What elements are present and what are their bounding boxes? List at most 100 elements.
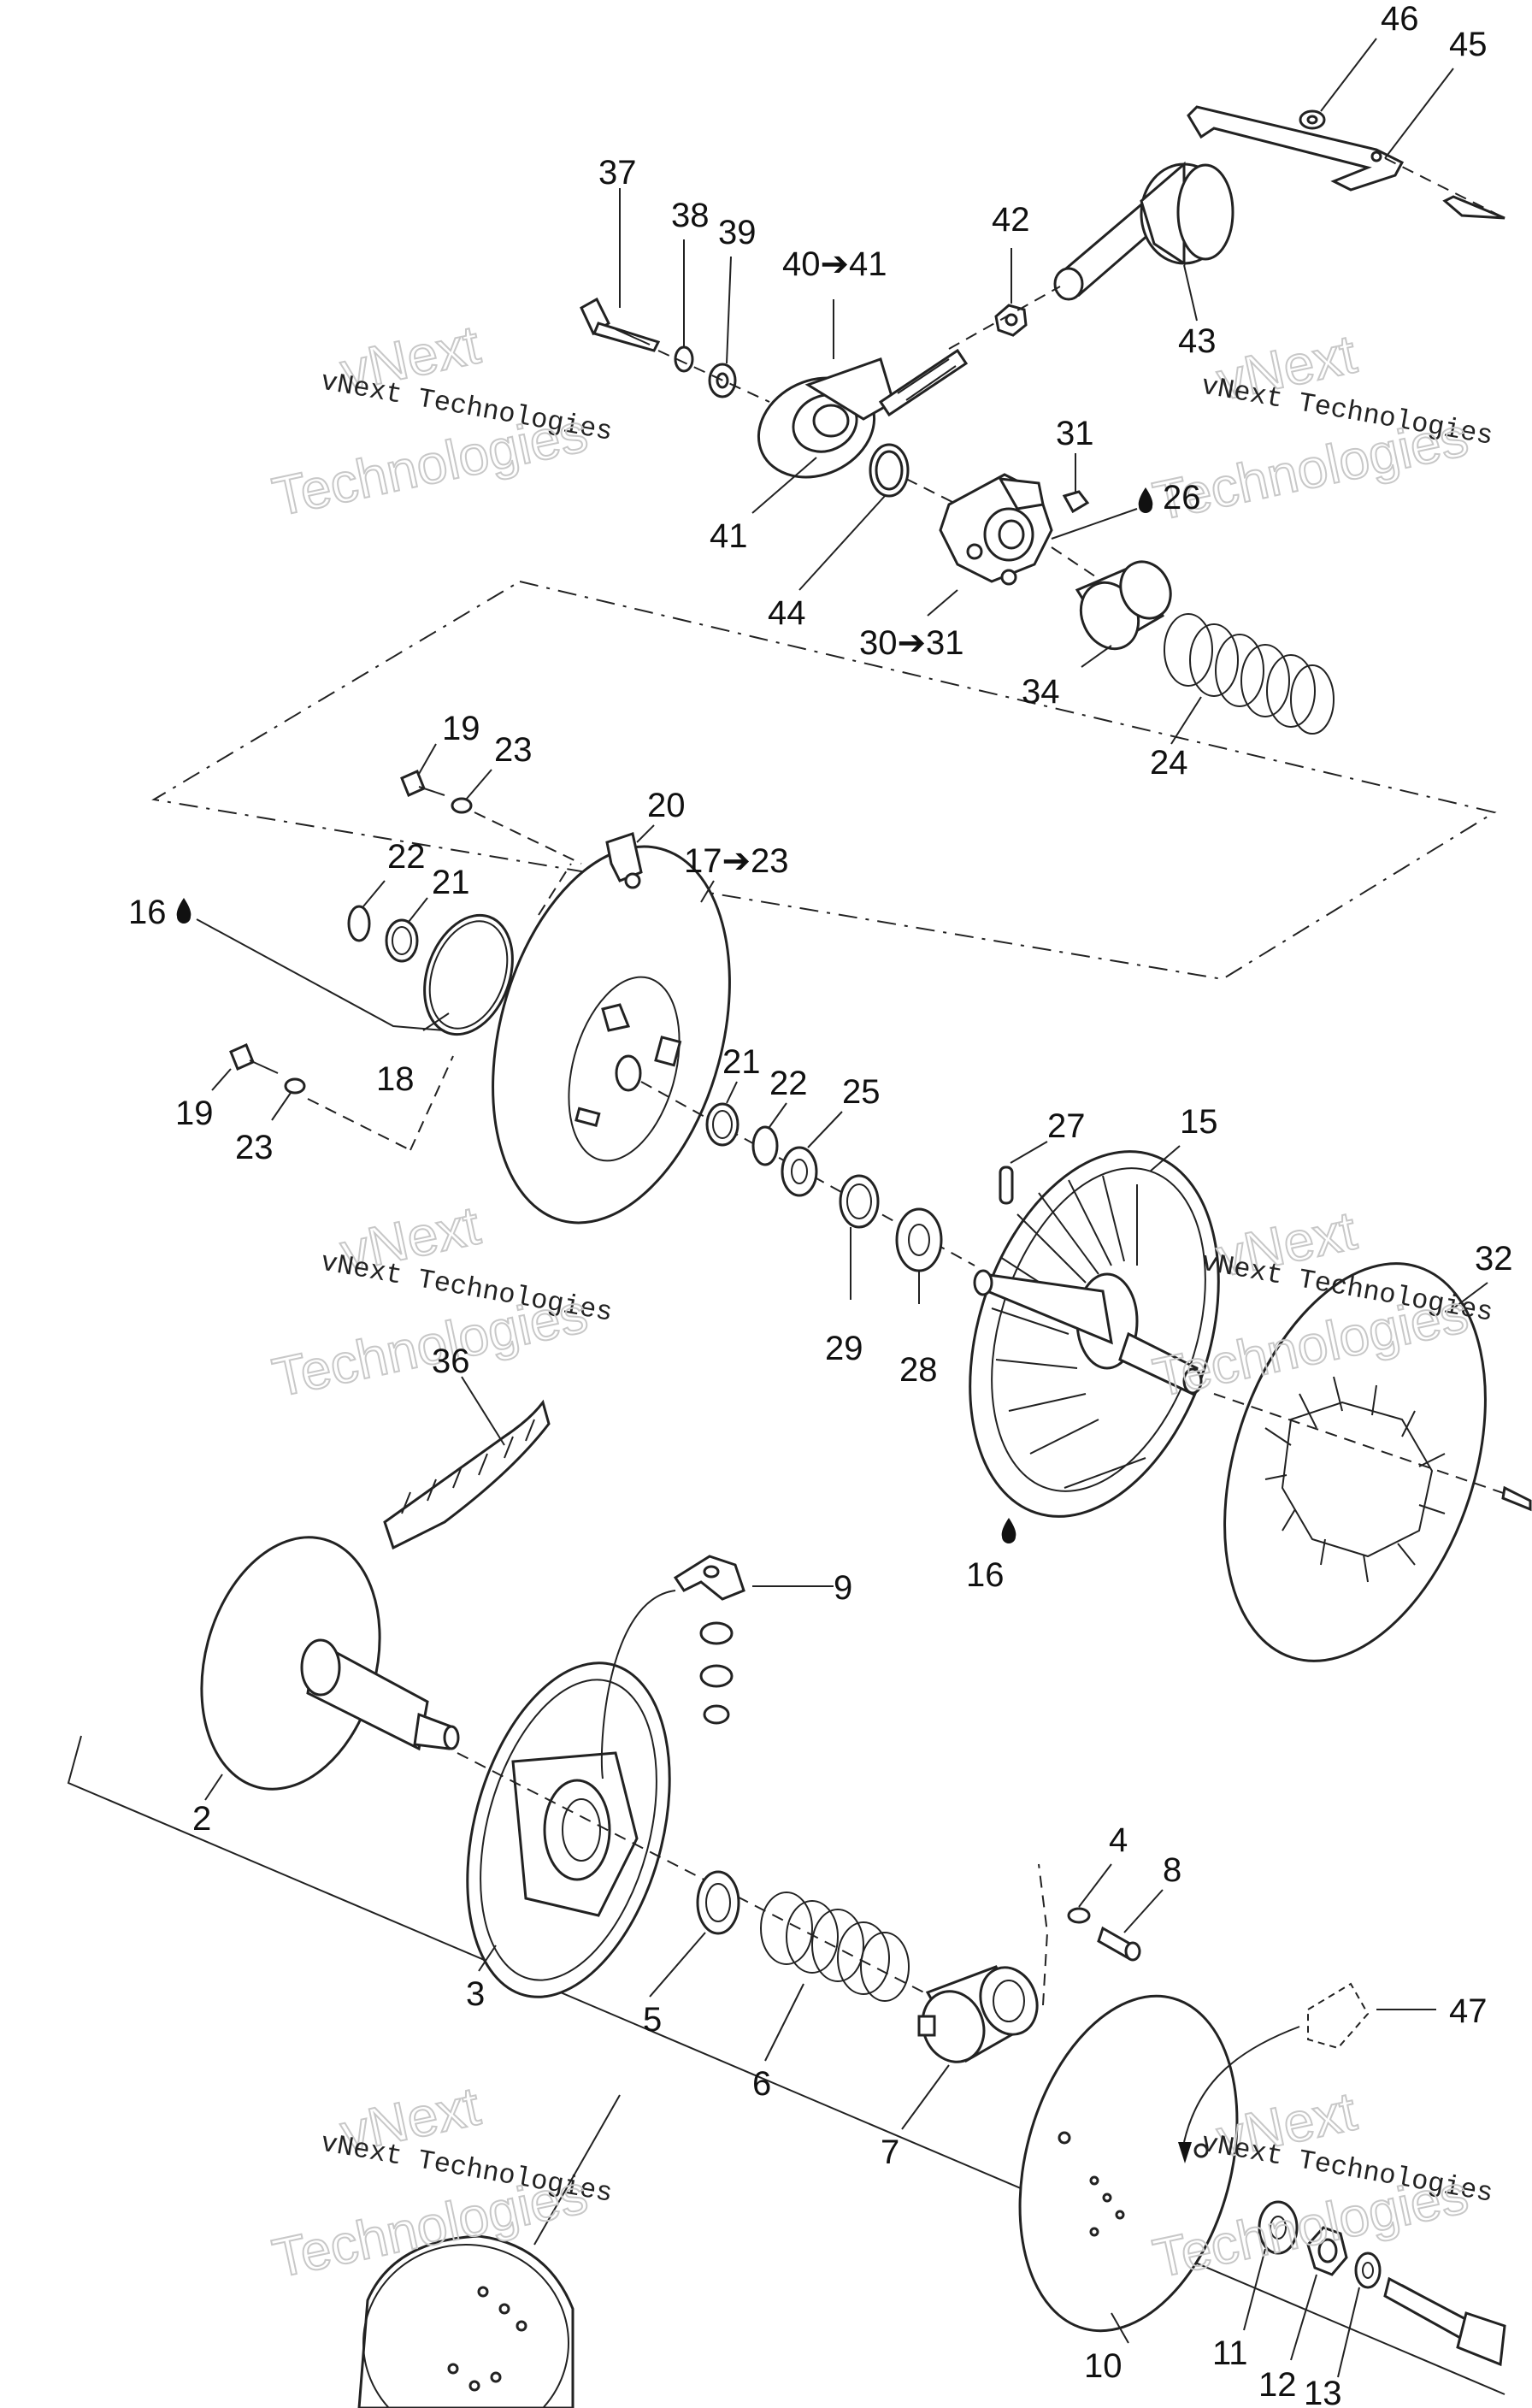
part-sheave-3 — [466, 1661, 671, 1998]
part-washer-46 — [1299, 109, 1326, 130]
label-23-upper: 23 — [494, 731, 533, 769]
label-46: 46 — [1381, 0, 1419, 38]
label-8: 8 — [1163, 1851, 1181, 1889]
assembly-outline-upper — [151, 581, 1497, 981]
part-washer-25 — [781, 1146, 818, 1197]
label-4: 4 — [1109, 1821, 1128, 1859]
part-washer-38 — [674, 345, 694, 373]
label-5: 5 — [643, 2001, 662, 2039]
label-17: 17➔23 — [684, 842, 789, 880]
part-slider-20 — [605, 832, 643, 889]
part-plate-32 — [1223, 1262, 1487, 1662]
grease-drop-icon-16-upper — [176, 898, 192, 924]
label-36: 36 — [432, 1343, 470, 1380]
part-cup-34 — [1075, 560, 1172, 651]
part-cover-10 — [1018, 1994, 1239, 2333]
part-shaft-43 — [1053, 161, 1234, 301]
label-27: 27 — [1047, 1107, 1086, 1145]
part-bolt-14 — [1383, 2276, 1506, 2367]
label-15: 15 — [1180, 1103, 1218, 1141]
part-bolt-37 — [580, 297, 661, 352]
label-19-upper: 19 — [442, 710, 480, 747]
part-ring-44 — [869, 443, 910, 498]
label-20: 20 — [647, 787, 686, 824]
label-26: 26 — [1163, 479, 1201, 516]
part-roller-9 — [673, 1555, 745, 1725]
label-12: 12 — [1258, 2366, 1297, 2404]
label-16-upper: 16 — [128, 894, 167, 931]
label-47: 47 — [1449, 1992, 1488, 2030]
label-22-lower: 22 — [769, 1065, 808, 1102]
part-washer-23-upper — [451, 797, 473, 814]
label-45: 45 — [1449, 26, 1488, 63]
watermark-top-left: vNext vNext Technologies Technologies — [267, 312, 615, 528]
label-9: 9 — [834, 1569, 852, 1607]
part-fixed-sheave-15 — [969, 1150, 1220, 1518]
label-23-lower: 23 — [235, 1129, 274, 1166]
part-shim-47 — [1307, 1982, 1370, 2050]
part-nut-12 — [1306, 2226, 1348, 2276]
label-22-upper: 22 — [387, 838, 426, 876]
grease-drop-icon-16-lower — [1001, 1518, 1016, 1543]
part-sheave-2 — [200, 1536, 460, 1791]
svg-text:Technologies: Technologies — [268, 401, 592, 528]
label-44: 44 — [768, 594, 806, 632]
part-ring-18 — [423, 913, 514, 1036]
part-housing-1 — [357, 2234, 574, 2408]
part-spring-6 — [760, 1892, 910, 2002]
part-nut-42 — [994, 304, 1028, 337]
label-31: 31 — [1056, 415, 1094, 452]
label-41: 41 — [710, 517, 748, 555]
label-3: 3 — [466, 1975, 485, 2013]
label-24: 24 — [1150, 744, 1188, 782]
part-washer-29 — [839, 1174, 880, 1229]
label-2: 2 — [192, 1800, 211, 1838]
assembly-outline-lower — [67, 1735, 1505, 2395]
label-13: 13 — [1304, 2375, 1342, 2408]
part-labels: 46 45 37 38 39 40➔41 42 43 41 44 31 26 3… — [128, 0, 1513, 2408]
label-6: 6 — [752, 2065, 771, 2103]
svg-text:Technologies: Technologies — [268, 1282, 592, 1408]
part-bolt-8 — [1097, 1926, 1141, 1962]
part-pin-27 — [999, 1166, 1014, 1205]
label-39: 39 — [718, 214, 757, 251]
grease-drop-icon-26 — [1138, 487, 1153, 513]
label-30: 30➔31 — [859, 624, 964, 662]
part-cam-30 — [939, 473, 1053, 586]
part-washer-13 — [1354, 2252, 1382, 2289]
label-10: 10 — [1084, 2347, 1122, 2385]
label-32: 32 — [1475, 1240, 1513, 1278]
part-movable-sheave-17 — [492, 845, 731, 1225]
label-11: 11 — [1212, 2334, 1248, 2372]
label-21-lower: 21 — [722, 1043, 761, 1081]
part-cam-arm-40 — [757, 348, 969, 479]
part-bracket-45 — [1187, 105, 1505, 220]
part-bushing-21-upper — [385, 918, 419, 963]
label-37: 37 — [598, 154, 637, 192]
part-ring-22-lower — [751, 1125, 779, 1166]
label-16-lower: 16 — [966, 1556, 1005, 1594]
label-42: 42 — [992, 201, 1030, 239]
part-spring-24 — [1164, 613, 1335, 735]
label-29: 29 — [825, 1330, 863, 1367]
label-34: 34 — [1022, 673, 1060, 711]
part-slider-31 — [1062, 490, 1090, 514]
part-screw-19-upper — [400, 769, 445, 798]
label-38: 38 — [671, 197, 710, 234]
label-7: 7 — [881, 2134, 899, 2171]
part-belt-36 — [383, 1399, 551, 1550]
part-washer-4 — [1067, 1907, 1091, 1924]
label-18: 18 — [376, 1060, 415, 1098]
label-40: 40➔41 — [782, 245, 887, 283]
part-bushing-21-lower — [705, 1102, 739, 1147]
part-washer-28 — [895, 1207, 943, 1272]
part-washer-11 — [1258, 2200, 1299, 2255]
label-21-upper: 21 — [432, 864, 470, 901]
part-washer-23-lower — [284, 1077, 306, 1095]
label-25: 25 — [842, 1073, 881, 1111]
part-spider-7 — [917, 1965, 1039, 2063]
label-19-lower: 19 — [175, 1095, 214, 1132]
label-28: 28 — [899, 1351, 938, 1389]
part-screw-19-lower — [229, 1042, 279, 1074]
